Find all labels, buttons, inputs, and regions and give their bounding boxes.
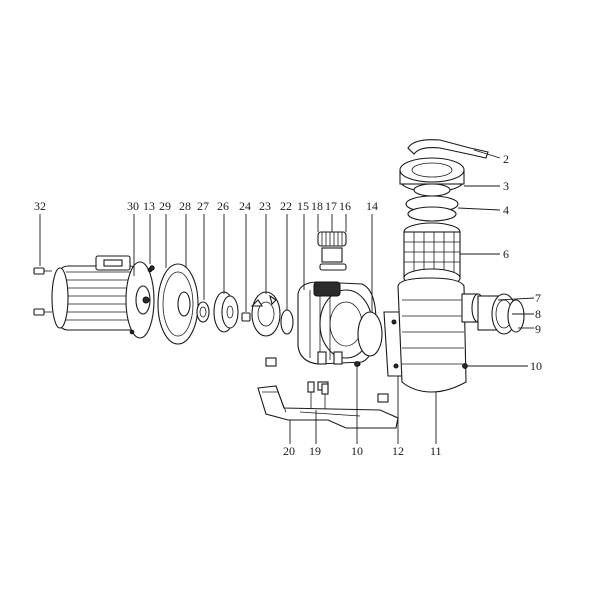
fasteners-19 bbox=[307, 381, 329, 410]
base-20 bbox=[257, 385, 399, 429]
label-30: 30 bbox=[127, 199, 139, 213]
label-3: 3 bbox=[503, 179, 509, 193]
motor bbox=[51, 255, 141, 331]
lid-clamp-2 bbox=[407, 139, 489, 159]
lid-3 bbox=[399, 157, 465, 197]
label-18: 18 bbox=[311, 199, 323, 213]
label-20: 20 bbox=[283, 444, 295, 458]
label-10-right: 10 bbox=[530, 359, 542, 373]
label-24: 24 bbox=[239, 199, 251, 213]
motor-flange-30 bbox=[125, 261, 155, 339]
seal-ring-4 bbox=[405, 195, 459, 222]
label-28: 28 bbox=[179, 199, 191, 213]
part-number-labels: 32 30 13 29 28 27 26 24 23 22 15 18 17 1… bbox=[34, 152, 542, 458]
nut-24 bbox=[241, 312, 251, 322]
block-left bbox=[265, 357, 277, 367]
label-16: 16 bbox=[339, 199, 351, 213]
seal-27 bbox=[196, 301, 210, 323]
label-22: 22 bbox=[280, 199, 292, 213]
strainer-housing-11 bbox=[397, 277, 467, 393]
impeller-26 bbox=[213, 291, 239, 333]
o-ring-22 bbox=[280, 309, 294, 335]
label-7: 7 bbox=[535, 291, 541, 305]
label-6: 6 bbox=[503, 247, 509, 261]
label-19: 19 bbox=[309, 444, 321, 458]
screws-32 bbox=[33, 267, 52, 316]
label-23: 23 bbox=[259, 199, 271, 213]
screw-10-right bbox=[462, 363, 468, 369]
screw-10-bottom bbox=[354, 361, 360, 367]
label-10-bottom: 10 bbox=[351, 444, 363, 458]
label-29: 29 bbox=[159, 199, 171, 213]
union-fittings-18-17-16 bbox=[317, 231, 347, 271]
label-11: 11 bbox=[430, 444, 442, 458]
label-15: 15 bbox=[297, 199, 309, 213]
diffuser-23 bbox=[250, 291, 281, 337]
label-32: 32 bbox=[34, 199, 46, 213]
label-13: 13 bbox=[143, 199, 155, 213]
label-17: 17 bbox=[325, 199, 337, 213]
label-12: 12 bbox=[392, 444, 404, 458]
label-26: 26 bbox=[217, 199, 229, 213]
label-8: 8 bbox=[535, 307, 541, 321]
block-right bbox=[377, 393, 389, 403]
label-9: 9 bbox=[535, 322, 541, 336]
strainer-basket-6 bbox=[403, 222, 461, 288]
label-14: 14 bbox=[366, 199, 378, 213]
seal-plate-29 bbox=[157, 263, 199, 345]
leader-lines bbox=[39, 149, 535, 444]
bolt-13 bbox=[149, 265, 155, 271]
label-2: 2 bbox=[503, 152, 509, 166]
label-4: 4 bbox=[503, 203, 509, 217]
label-27: 27 bbox=[197, 199, 209, 213]
gasket-14 bbox=[357, 311, 383, 357]
